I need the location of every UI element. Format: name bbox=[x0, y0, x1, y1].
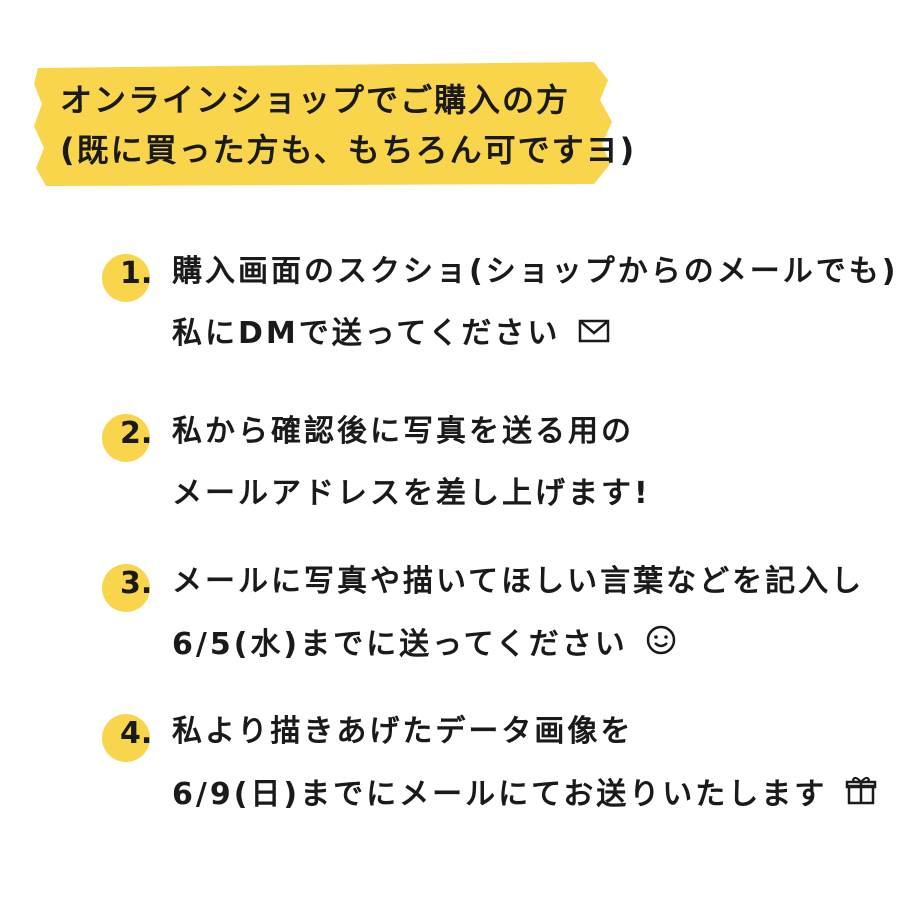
step-1-line-1: 購入画面のスクショ(ショップからのメールでも)を bbox=[172, 254, 900, 289]
step-4-line-2-text: 6/9(日)までにメールにてお送りいたします bbox=[172, 777, 828, 812]
step-number-badge: 4. bbox=[100, 710, 156, 766]
step-1-line-2-text: 私にDMで送ってください bbox=[172, 316, 561, 351]
step-number-badge: 1. bbox=[100, 250, 156, 306]
step-number-badge: 2. bbox=[100, 410, 156, 466]
banner-subtitle: (既に買った方も、もちろん可ですヨ) bbox=[60, 131, 637, 169]
banner-title: オンラインショップでご購入の方 bbox=[60, 81, 571, 119]
step-number: 1. bbox=[120, 256, 153, 291]
step-number: 3. bbox=[120, 566, 153, 601]
banner-brush-background bbox=[34, 62, 612, 186]
step-number: 4. bbox=[120, 716, 153, 751]
header-banner: オンラインショップでご購入の方 (既に買った方も、もちろん可ですヨ) bbox=[34, 60, 634, 188]
envelope-icon bbox=[578, 315, 610, 355]
smiley-icon bbox=[645, 624, 677, 667]
step-4-line-2: 6/9(日)までにメールにてお送りいたします bbox=[172, 774, 877, 836]
step-1-line-2: 私にDMで送ってください bbox=[172, 314, 900, 376]
step-2-line-1: 私から確認後に写真を送る用の bbox=[172, 414, 634, 449]
gift-icon bbox=[845, 774, 877, 817]
step-3-line-2: 6/5(水)までに送ってください bbox=[172, 624, 864, 686]
step-2-line-2: メールアドレスを差し上げます! bbox=[172, 476, 651, 511]
step-number-badge: 3. bbox=[100, 560, 156, 616]
step-3-line-2-text: 6/5(水)までに送ってください bbox=[172, 627, 628, 662]
step-number: 2. bbox=[120, 416, 153, 451]
step-4-line-1: 私より描きあげたデータ画像を bbox=[172, 714, 634, 749]
step-3-line-1: メールに写真や描いてほしい言葉などを記入し bbox=[172, 564, 865, 599]
